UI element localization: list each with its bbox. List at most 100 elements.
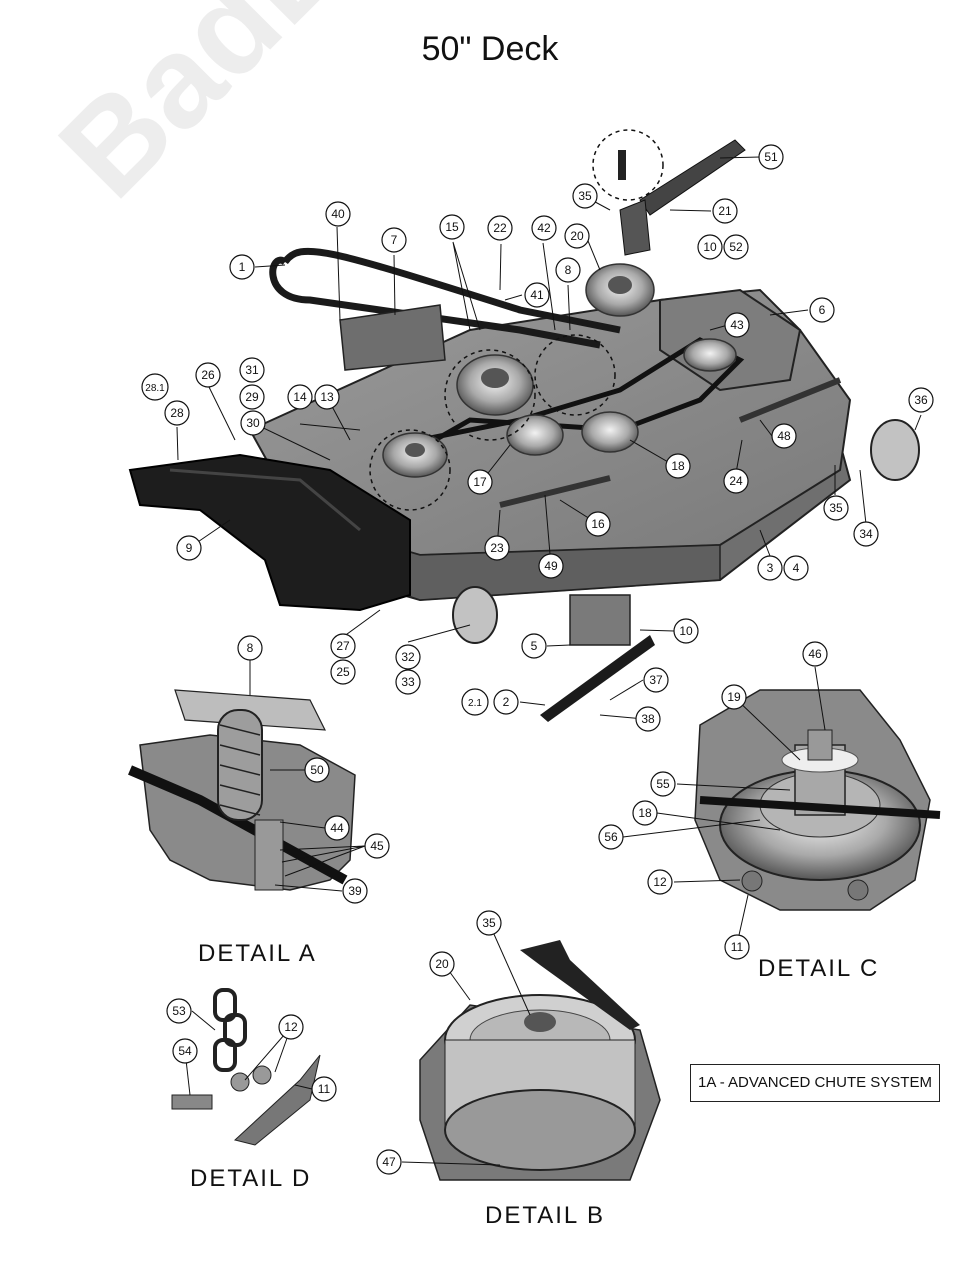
mower-deck [128,247,920,722]
callout-16: 16 [585,511,611,537]
callout-number: 48 [777,429,791,443]
callout-44: 44 [324,815,350,841]
callout-number: 22 [493,221,507,235]
callout-14: 14 [287,384,313,410]
chute-lift-assembly [592,129,746,256]
callout-9: 9 [176,535,202,561]
callout-number: 5 [531,639,538,653]
callout-number: 26 [201,368,215,382]
detail-a-label: DETAIL A [198,940,317,967]
callout-8: 8 [555,257,581,283]
callout-number: 27 [336,639,350,653]
callout-number: 14 [293,390,307,404]
callout-number: 15 [445,220,459,234]
callout-5: 5 [521,633,547,659]
callout-26: 26 [195,362,221,388]
callout-number: 20 [570,229,584,243]
callout-10: 10 [673,618,699,644]
callout-number: 49 [544,559,558,573]
callout-number: 28 [170,406,184,420]
callout-54: 54 [172,1038,198,1064]
callout-number: 35 [578,189,592,203]
callout-number: 30 [246,416,260,430]
callout-41: 41 [524,282,550,308]
callout-number: 9 [186,541,193,555]
callout-number: 2 [503,695,510,709]
callout-49: 49 [538,553,564,579]
callout-number: 21 [718,204,732,218]
callout-number: 41 [530,288,544,302]
callout-number: 40 [331,207,345,221]
callout-number: 38 [641,712,655,726]
callout-28: 28 [164,400,190,426]
callout-20: 20 [429,951,455,977]
callout-number: 32 [401,650,415,664]
callout-11: 11 [311,1076,337,1102]
callout-number: 13 [320,390,334,404]
callout-number: 3 [767,561,774,575]
callout-number: 39 [348,884,362,898]
callout-52: 52 [723,234,749,260]
callout-number: 37 [649,673,663,687]
callout-number: 43 [730,318,744,332]
callout-8: 8 [237,635,263,661]
callout-22: 22 [487,215,513,241]
callout-number: 47 [382,1155,396,1169]
callout-39: 39 [342,878,368,904]
callout-1: 1 [229,254,255,280]
callout-19: 19 [721,684,747,710]
callout-35: 35 [476,910,502,936]
callout-number: 33 [401,675,415,689]
callout-number: 46 [808,647,822,661]
callout-48: 48 [771,423,797,449]
callout-17: 17 [467,469,493,495]
callout-number: 44 [330,821,344,835]
callout-number: 55 [656,777,670,791]
callout-12: 12 [647,869,673,895]
callout-number: 6 [819,303,826,317]
callout-29: 29 [239,384,265,410]
callout-20: 20 [564,223,590,249]
callout-28-1: 28.1 [141,373,169,401]
detail-d-graphic [171,988,321,1146]
callout-number: 1 [239,260,246,274]
callout-25: 25 [330,659,356,685]
callout-43: 43 [724,312,750,338]
detail-a-graphic [128,689,356,891]
callout-number: 4 [793,561,800,575]
callout-number: 10 [679,624,693,638]
callout-50: 50 [304,757,330,783]
callout-11: 11 [724,934,750,960]
callout-number: 7 [391,233,398,247]
callout-number: 20 [435,957,449,971]
callout-35: 35 [823,495,849,521]
callout-15: 15 [439,214,465,240]
callout-number: 19 [727,690,741,704]
callout-3: 3 [757,555,783,581]
callout-2: 2 [493,689,519,715]
callout-number: 12 [653,875,667,889]
callout-13: 13 [314,384,340,410]
callout-number: 18 [638,806,652,820]
callout-number: 35 [482,916,496,930]
callout-number: 35 [829,501,843,515]
callout-12: 12 [278,1014,304,1040]
callout-42: 42 [531,215,557,241]
callout-55: 55 [650,771,676,797]
callout-number: 17 [473,475,487,489]
callout-number: 45 [370,839,384,853]
callout-number: 29 [245,390,259,404]
callout-number: 2.1 [468,698,482,709]
callout-31: 31 [239,357,265,383]
callout-number: 24 [729,474,743,488]
callout-56: 56 [598,824,624,850]
chute-system-box: 1A - ADVANCED CHUTE SYSTEM [690,1064,940,1102]
callout-number: 52 [729,240,743,254]
callout-36: 36 [908,387,934,413]
diagram-title: 50" Deck [421,30,559,68]
detail-b-label: DETAIL B [485,1202,606,1229]
callout-number: 56 [604,830,618,844]
callout-18: 18 [632,800,658,826]
